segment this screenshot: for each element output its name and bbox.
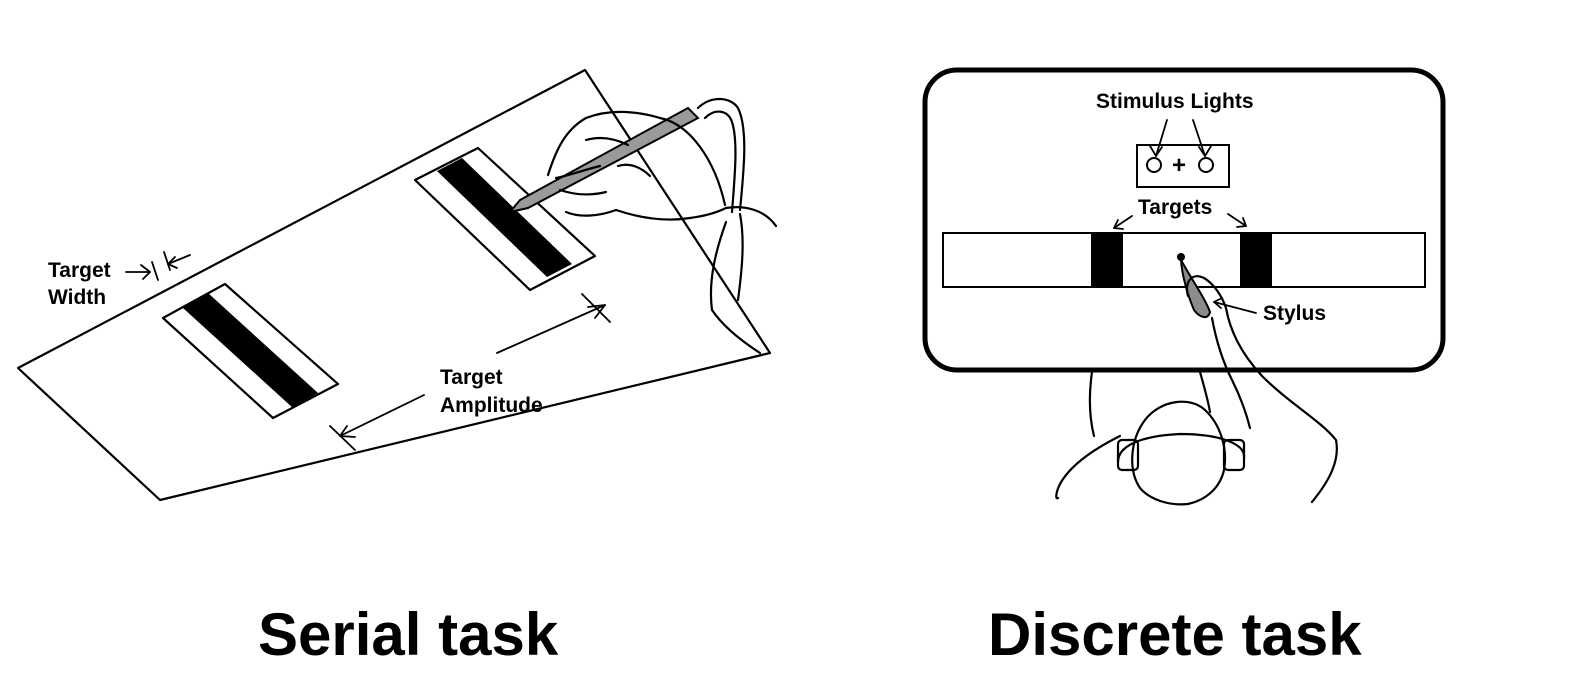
discrete-stylus [1180, 259, 1212, 318]
serial-target-card-right [413, 146, 597, 292]
discrete-apparatus-frame [922, 67, 1446, 373]
participant-top-view [1055, 370, 1246, 506]
target-amplitude-marker [329, 293, 611, 451]
serial-target-stripe-right [437, 158, 572, 277]
serial-hand [546, 97, 778, 355]
stimulus-light-left [1146, 157, 1162, 173]
discrete-target-right [1240, 233, 1272, 287]
serial-board [16, 68, 772, 502]
stylus-tip [1177, 253, 1185, 261]
discrete-target-strip [942, 232, 1426, 288]
target-width-marker [125, 251, 191, 281]
target-width-label-line2: Width [48, 286, 106, 309]
serial-task-title: Serial task [258, 601, 559, 668]
stimulus-lights-label: Stimulus Lights [1096, 90, 1254, 113]
stylus-label: Stylus [1263, 302, 1326, 325]
serial-target-stripe-left [183, 293, 318, 408]
stimulus-lights-box [1136, 144, 1230, 188]
fixation-cross: + [1172, 152, 1186, 179]
discrete-task-title: Discrete task [988, 601, 1362, 668]
discrete-task-illustration: Stimulus Lights + Targets Stylus [922, 67, 1446, 668]
stimulus-light-right [1198, 157, 1214, 173]
target-width-label-line1: Target [48, 259, 111, 282]
target-amplitude-label-line1: Target [440, 366, 503, 389]
target-amplitude-label-line2: Amplitude [440, 394, 543, 417]
serial-task-illustration: Target Width Target Amplitude [16, 68, 778, 668]
discrete-target-left [1091, 233, 1123, 287]
targets-label: Targets [1138, 196, 1212, 219]
serial-stylus [507, 106, 700, 214]
